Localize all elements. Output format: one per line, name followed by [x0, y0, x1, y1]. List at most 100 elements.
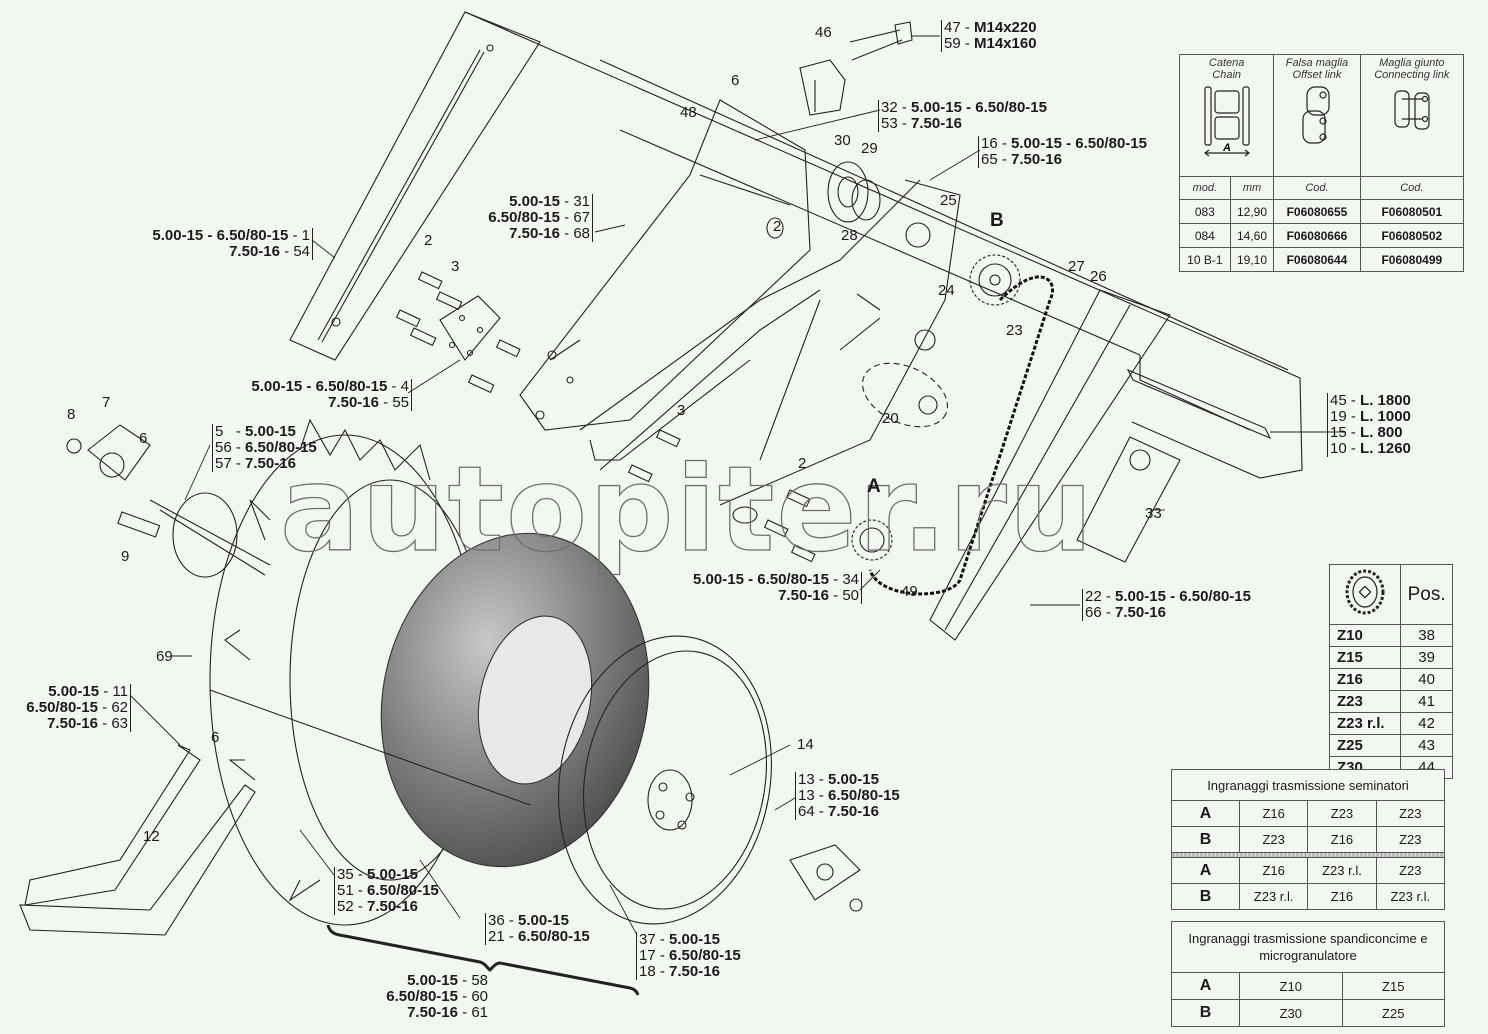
instruction-decal: [1076, 436, 1181, 563]
callout-sep: -: [1346, 440, 1361, 457]
callout-pos: 36: [488, 912, 505, 929]
callout-sep: -: [99, 683, 113, 700]
table-row: A Z10 Z15: [1171, 972, 1445, 1000]
callout-bolts: 47 - M14x220 59 - M14x160: [941, 20, 1037, 52]
table-row: 083 12,90 F06080655 F06080501: [1179, 199, 1465, 224]
callout-spec: M14x220: [974, 19, 1037, 36]
cell-key: B: [1171, 883, 1240, 910]
callout-pos: 13: [798, 771, 815, 788]
callout-sep: -: [288, 227, 302, 244]
header-italian: Catena: [1208, 57, 1245, 69]
callout-shaft-45: 45 - L. 1800 19 - L. 1000 15 - L. 800 10…: [1327, 393, 1411, 457]
callout-sep: -: [231, 455, 246, 472]
callout-pos: 1: [301, 227, 310, 244]
callout-sep: -: [814, 787, 829, 804]
header-italian: Maglia giunto: [1379, 57, 1445, 69]
callout-pos: 63: [111, 715, 128, 732]
callout-pos: 11: [112, 683, 128, 700]
callout-spec: M14x160: [974, 35, 1037, 52]
callout-axle-5: 5 - 5.00-15 56 - 6.50/80-15 57 - 7.50-16: [212, 424, 317, 472]
callout-sep: -: [814, 771, 829, 788]
callout-pos: 16: [981, 135, 998, 152]
chain-icon: A: [1203, 86, 1250, 157]
part-number-6: 6: [139, 430, 148, 447]
callout-wheel-58: 5.00-15 - 58 6.50/80-15 - 60 7.50-16 - 6…: [386, 973, 490, 1021]
callout-spec: 7.50-16: [669, 963, 720, 980]
callout-sep: -: [897, 115, 912, 132]
callout-spec: 5.00-15 - 6.50/80-15: [1115, 588, 1251, 605]
chain-links-table: Catena Chain A Falsa maglia Offset link: [1178, 54, 1465, 272]
callout-sep: -: [504, 928, 519, 945]
chain-header-cell: Catena Chain A: [1178, 54, 1275, 177]
cell-offset-code: F06080655: [1273, 199, 1361, 224]
callout-spec: 5.00-15: [518, 912, 569, 929]
callout-pos: 68: [573, 225, 590, 242]
callout-sep: -: [960, 19, 975, 36]
cell-teeth: Z16: [1328, 668, 1402, 691]
part-number-3: 3: [677, 402, 686, 419]
subheader-cod: Cod.: [1273, 176, 1361, 200]
callout-spec: 7.50-16: [245, 455, 296, 472]
callout-spec: 7.50-16: [1115, 604, 1166, 621]
cell-mm: 12,90: [1229, 199, 1275, 224]
callout-sep: -: [1346, 408, 1361, 425]
callout-sep: -: [655, 931, 670, 948]
cell-gear: Z23: [1375, 826, 1446, 853]
table-row: Z23 r.l.42: [1328, 712, 1453, 735]
scraper-bar: [289, 11, 541, 361]
header-english: Chain: [1212, 69, 1242, 81]
callout-spec: 5.00-15: [828, 771, 879, 788]
callout-sep: -: [997, 135, 1012, 152]
callout-spec: 6.50/80-15: [26, 699, 98, 716]
cell-key: A: [1171, 800, 1240, 827]
cell-teeth: Z25: [1328, 734, 1402, 757]
callout-pos: 45: [1330, 392, 1347, 409]
cell-gear: Z10: [1239, 972, 1343, 1000]
cell-gear: Z16: [1307, 826, 1377, 853]
callout-plate-32: 32 - 5.00-15 - 6.50/80-15 53 - 7.50-16: [878, 100, 1047, 132]
cell-gear: Z16: [1238, 857, 1309, 884]
callout-pos: 17: [639, 947, 656, 964]
bracket: [799, 59, 846, 116]
callout-pos: 35: [337, 866, 354, 883]
wheel-assembly-brace: [326, 924, 640, 996]
sprocket-label-b: B: [990, 210, 1004, 231]
callout-sep: -: [353, 898, 368, 915]
table-row: B Z23 r.l. Z16 Z23 r.l.: [1171, 883, 1446, 910]
cell-key: B: [1171, 826, 1240, 853]
callout-spec: 7.50-16: [911, 115, 962, 132]
callout-pos: 62: [111, 699, 128, 716]
callout-spec: 6.50/80-15: [828, 787, 900, 804]
square-shaft: [1126, 368, 1345, 440]
part-number-29: 29: [861, 140, 878, 157]
callout-sep: -: [1101, 588, 1116, 605]
cell-mod: 083: [1179, 199, 1231, 224]
hub-cover: [789, 844, 863, 912]
callout-spec: 5.00-15: [367, 866, 418, 883]
callout-guard-22: 22 - 5.00-15 - 6.50/80-15 66 - 7.50-16: [1082, 589, 1251, 621]
callout-rim-37: 37 - 5.00-15 17 - 6.50/80-15 18 - 7.50-1…: [636, 932, 741, 980]
callout-pos: 54: [293, 243, 310, 260]
cell-teeth: Z23: [1328, 690, 1402, 713]
callout-spec: 5.00-15 - 6.50/80-15: [1011, 135, 1147, 152]
callout-pos: 52: [337, 898, 354, 915]
callout-spec: 6.50/80-15: [367, 882, 439, 899]
callout-sep: -: [387, 378, 401, 395]
mounting-plate: [439, 295, 501, 361]
callout-spec: 6.50/80-15: [245, 439, 317, 456]
callout-pos: 64: [798, 803, 815, 820]
callout-pos: 58: [471, 972, 488, 989]
callout-sep: -: [457, 972, 472, 989]
bearing-housing: [827, 161, 881, 223]
callout-sep: -: [279, 243, 294, 260]
callout-sep: -: [1346, 392, 1361, 409]
part-number-49: 49: [901, 583, 918, 600]
cell-pos: 43: [1400, 734, 1453, 757]
callout-spec: 7.50-16: [229, 243, 280, 260]
callout-pos: 31: [573, 193, 590, 210]
cell-gear: Z23: [1307, 800, 1377, 827]
callout-sep: -: [231, 439, 246, 456]
cell-teeth: Z23 r.l.: [1328, 712, 1402, 735]
callout-spec: 5.00-15: [407, 972, 458, 989]
